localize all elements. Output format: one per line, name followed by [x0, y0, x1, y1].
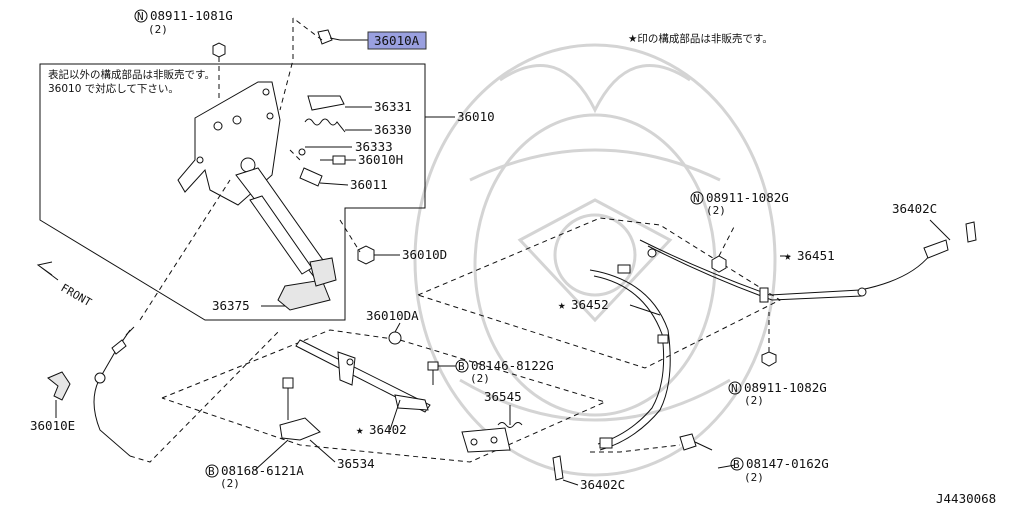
pin-36402C-upper	[965, 221, 977, 243]
spring-36545	[497, 422, 523, 428]
prefix-b-08146-8122G: B	[458, 360, 465, 373]
highlight-36010A	[367, 31, 427, 50]
watermark-emblem	[413, 43, 777, 477]
bushing-36010DA	[388, 331, 402, 345]
non-sale-note-line1: 表記以外の構成部品は非販売です。	[48, 68, 215, 81]
prefix-n-08911-1082G-lower: N	[731, 382, 738, 395]
cable-36452	[589, 264, 671, 451]
pedal-assembly	[177, 81, 337, 311]
star-note: ★印の構成部品は非販売です。	[628, 32, 773, 45]
label-08146-8122G[interactable]: 08146-8122G	[471, 358, 554, 373]
label-36402C-lower[interactable]: 36402C	[580, 477, 625, 492]
diagram-id: J4430068	[936, 491, 996, 506]
prefix-n-08911-1082G-upper: N	[693, 192, 700, 205]
label-08911-1082G-upper[interactable]: 08911-1082G	[706, 190, 789, 205]
label-36375[interactable]: 36375	[212, 298, 250, 313]
pin-36331	[307, 95, 345, 111]
qty-08911-1082G-upper: (2)	[706, 204, 726, 217]
star-36402: ★	[356, 422, 364, 437]
prefix-b-08147-0162G: B	[733, 458, 740, 471]
label-36452[interactable]: 36452	[571, 297, 609, 312]
label-36534[interactable]: 36534	[337, 456, 375, 471]
label-08168-6121A[interactable]: 08168-6121A	[221, 463, 304, 478]
nut-08911-1082G-lower	[761, 351, 777, 367]
clip-36333	[298, 148, 306, 156]
qty-08911-1082G-lower: (2)	[744, 394, 764, 407]
bolt-08147-0162G	[679, 433, 713, 451]
label-36010A[interactable]: 36010A	[374, 33, 420, 48]
bolt-36010A	[317, 29, 341, 45]
nut-36010D	[357, 245, 375, 265]
label-36010E[interactable]: 36010E	[30, 418, 75, 433]
bolt-08168-6121A	[282, 377, 294, 420]
label-08911-1081G[interactable]: 08911-1081G	[150, 8, 233, 23]
qty-08147-0162G: (2)	[744, 471, 764, 484]
spring-36330	[304, 118, 346, 133]
label-08147-0162G[interactable]: 08147-0162G	[746, 456, 829, 471]
non-sale-note-line2: 36010 で対応して下さい。	[48, 82, 179, 95]
cable-36451	[639, 239, 949, 303]
label-36402C-upper[interactable]: 36402C	[892, 201, 937, 216]
star-36451: ★	[784, 248, 792, 263]
label-36331[interactable]: 36331	[374, 99, 412, 114]
bracket-36534	[279, 417, 321, 441]
label-36010[interactable]: 36010	[457, 109, 495, 124]
qty-08146-8122G: (2)	[470, 372, 490, 385]
label-36010H[interactable]: 36010H	[358, 152, 403, 167]
assembly-boundary	[39, 63, 426, 321]
nut-08911-1082G-upper	[711, 255, 727, 273]
label-36010DA[interactable]: 36010DA	[366, 308, 419, 323]
cable-36010E	[47, 326, 135, 457]
label-36402[interactable]: 36402	[369, 422, 407, 437]
nut-08911-1081G	[212, 42, 226, 58]
label-08911-1082G-lower[interactable]: 08911-1082G	[744, 380, 827, 395]
equalizer	[461, 427, 511, 453]
front-label: FRONT	[59, 281, 95, 309]
label-36011[interactable]: 36011	[350, 177, 388, 192]
bolt-08146-8122G	[427, 361, 439, 385]
bracket-36011	[299, 167, 323, 187]
bolt-36010H	[320, 155, 346, 165]
front-arrow-icon	[36, 261, 59, 281]
prefix-n-08911-1081G: N	[137, 10, 144, 23]
pin-36402C-lower	[552, 455, 564, 481]
label-36451[interactable]: 36451	[797, 248, 835, 263]
label-36545[interactable]: 36545	[484, 389, 522, 404]
qty-08168-6121A: (2)	[220, 477, 240, 490]
qty-08911-1081G: (2)	[148, 23, 168, 36]
label-36010D[interactable]: 36010D	[402, 247, 447, 262]
star-36452: ★	[558, 297, 566, 312]
lever-36402	[295, 339, 431, 413]
label-36333[interactable]: 36333	[355, 139, 393, 154]
label-36330[interactable]: 36330	[374, 122, 412, 137]
prefix-b-08168-6121A: B	[208, 465, 215, 478]
